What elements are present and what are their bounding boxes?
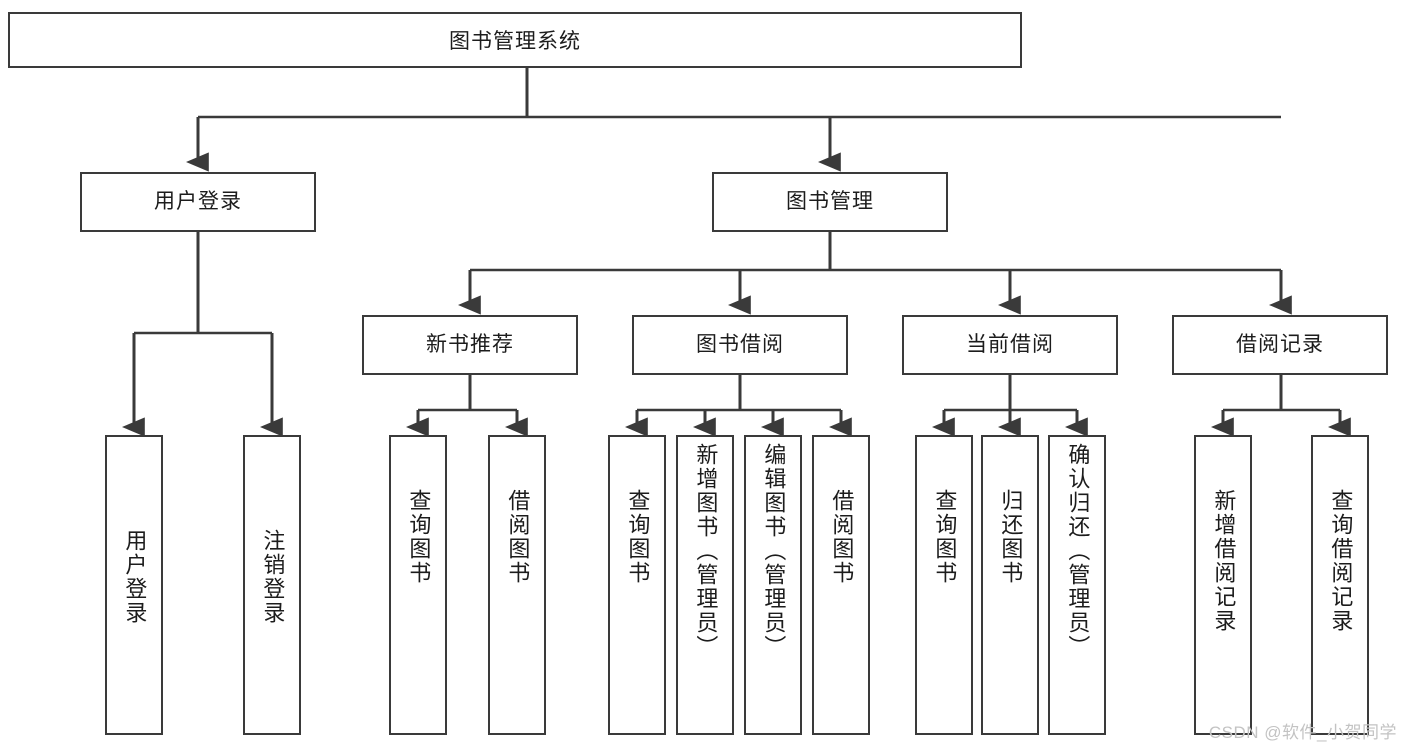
node-user-login[interactable]: 用户登录 xyxy=(80,172,316,232)
leaf-query-book-2-label: 查询图书 xyxy=(625,489,651,585)
csdn-watermark: CSDN @软件_小贺同学 xyxy=(1208,723,1397,742)
leaf-borrow-book-2-label: 借阅图书 xyxy=(829,489,855,585)
leaf-query-book-1[interactable]: 查询图书 xyxy=(389,435,447,735)
leaf-return-book-label: 归还图书 xyxy=(998,489,1024,585)
leaf-logout-login[interactable]: 注销登录 xyxy=(243,435,301,735)
leaf-query-book-1-label: 查询图书 xyxy=(406,489,432,585)
leaf-confirm-return[interactable]: 确认归还（管理员） xyxy=(1048,435,1106,735)
leaf-borrow-book-2[interactable]: 借阅图书 xyxy=(812,435,870,735)
leaf-return-book[interactable]: 归还图书 xyxy=(981,435,1039,735)
leaf-add-book-label: 新增图书（管理员） xyxy=(693,443,719,659)
leaf-add-record-label: 新增借阅记录 xyxy=(1211,489,1237,633)
leaf-query-book-2[interactable]: 查询图书 xyxy=(608,435,666,735)
node-borrow-record[interactable]: 借阅记录 xyxy=(1172,315,1388,375)
leaf-user-login-label: 用户登录 xyxy=(122,529,148,625)
leaf-query-record[interactable]: 查询借阅记录 xyxy=(1311,435,1369,735)
leaf-query-book-3[interactable]: 查询图书 xyxy=(915,435,973,735)
node-new-book-recommend[interactable]: 新书推荐 xyxy=(362,315,578,375)
leaf-borrow-book-1[interactable]: 借阅图书 xyxy=(488,435,546,735)
node-book-manage[interactable]: 图书管理 xyxy=(712,172,948,232)
node-borrow-record-label: 借阅记录 xyxy=(1236,333,1324,357)
node-current-borrow[interactable]: 当前借阅 xyxy=(902,315,1118,375)
node-book-manage-label: 图书管理 xyxy=(786,190,874,214)
leaf-query-book-3-label: 查询图书 xyxy=(932,489,958,585)
leaf-add-book[interactable]: 新增图书（管理员） xyxy=(676,435,734,735)
node-new-book-recommend-label: 新书推荐 xyxy=(426,333,514,357)
leaf-logout-login-label: 注销登录 xyxy=(260,529,286,625)
node-book-borrow[interactable]: 图书借阅 xyxy=(632,315,848,375)
node-user-login-label: 用户登录 xyxy=(154,190,242,214)
leaf-edit-book-label: 编辑图书（管理员） xyxy=(761,443,787,659)
leaf-add-record[interactable]: 新增借阅记录 xyxy=(1194,435,1252,735)
node-current-borrow-label: 当前借阅 xyxy=(966,333,1054,357)
node-book-borrow-label: 图书借阅 xyxy=(696,333,784,357)
leaf-confirm-return-label: 确认归还（管理员） xyxy=(1065,443,1091,659)
node-root-label: 图书管理系统 xyxy=(449,30,581,53)
leaf-user-login[interactable]: 用户登录 xyxy=(105,435,163,735)
node-root[interactable]: 图书管理系统 xyxy=(8,12,1022,68)
leaf-edit-book[interactable]: 编辑图书（管理员） xyxy=(744,435,802,735)
leaf-query-record-label: 查询借阅记录 xyxy=(1328,489,1354,633)
leaf-borrow-book-1-label: 借阅图书 xyxy=(505,489,531,585)
